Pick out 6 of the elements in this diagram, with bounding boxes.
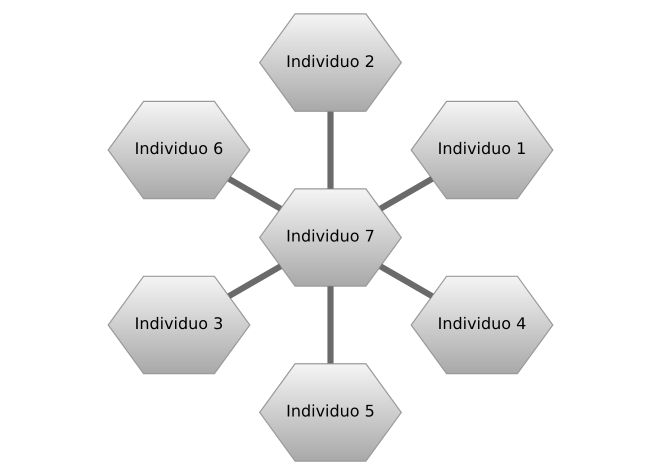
connector <box>378 263 434 298</box>
connector <box>378 176 434 211</box>
connector <box>226 176 282 211</box>
connector <box>326 286 334 363</box>
connector <box>226 263 282 298</box>
connector <box>326 111 334 188</box>
